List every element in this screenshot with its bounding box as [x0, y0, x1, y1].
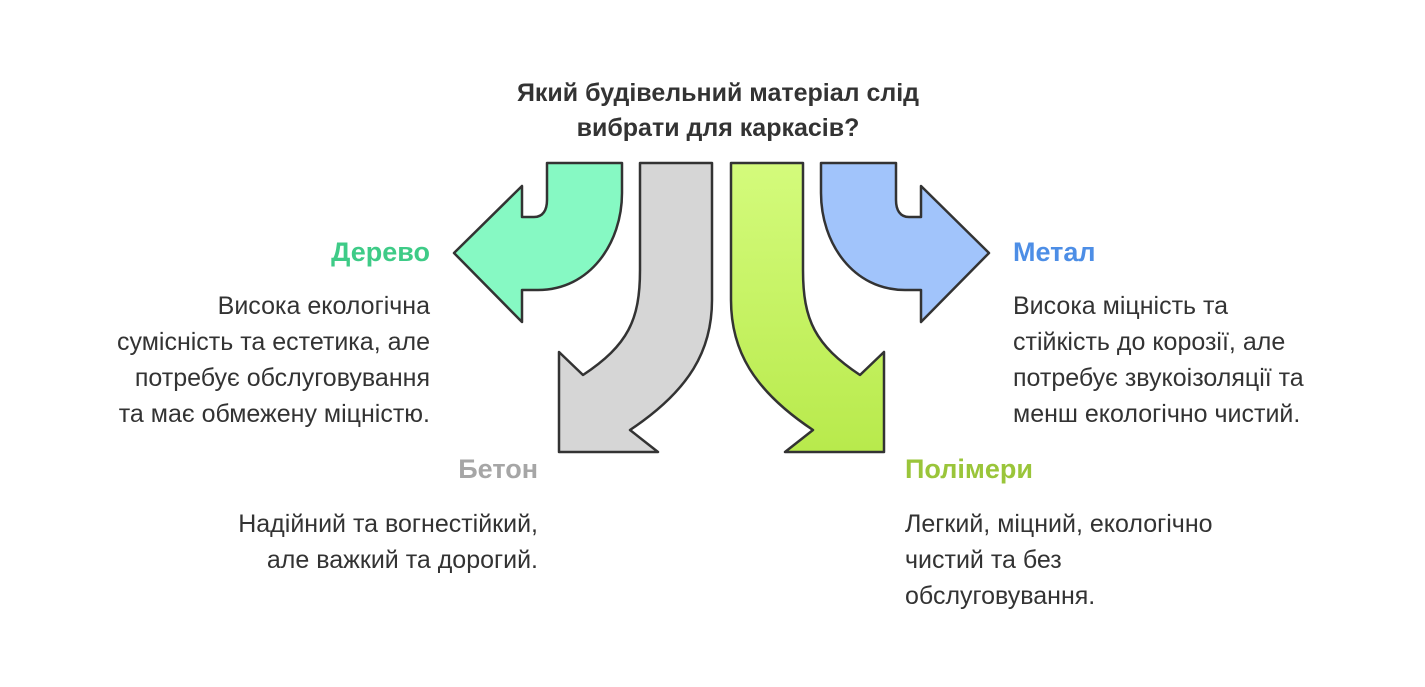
metal-heading: Метал: [1013, 237, 1096, 267]
metal-arrow: [819, 161, 991, 324]
title-line-1: Який будівельний матеріал слід: [516, 79, 920, 107]
wood-heading: Дерево: [331, 237, 430, 267]
concrete-desc-line: Надійний та вогнестійкий,: [238, 510, 538, 538]
diagram-title: Який будівельний матеріал слід вибрати д…: [460, 76, 976, 146]
polymers-desc-line: Легкий, міцний, екологічно: [905, 510, 1213, 538]
polymers-heading: Полімери: [905, 454, 1033, 484]
polymers-desc-line: обслуговування.: [905, 582, 1096, 610]
wood-desc-line: та має обмежену міцністю.: [118, 400, 430, 428]
polymers-arrow: [729, 161, 886, 454]
concrete-heading: Бетон: [458, 454, 538, 484]
title-line-2: вибрати для каркасів?: [576, 114, 860, 142]
wood-arrow: [452, 161, 624, 324]
metal-description: Висока міцність та стійкість до корозії,…: [1013, 288, 1413, 432]
wood-desc-line: Висока екологічна: [217, 292, 430, 320]
concrete-desc-line: але важкий та дорогий.: [266, 546, 538, 574]
concrete-description: Надійний та вогнестійкий, але важкий та …: [118, 506, 538, 578]
concrete-arrow: [557, 161, 714, 454]
metal-desc-line: потребує звукоізоляції та: [1013, 364, 1304, 392]
wood-desc-line: сумісність та естетика, але: [116, 328, 430, 356]
wood-description: Висока екологічна сумісність та естетика…: [20, 288, 430, 432]
metal-desc-line: Висока міцність та: [1013, 292, 1229, 320]
polymers-description: Легкий, міцний, екологічно чистий та без…: [905, 506, 1325, 614]
polymers-desc-line: чистий та без: [905, 546, 1062, 574]
metal-desc-line: менш екологічно чистий.: [1013, 400, 1301, 428]
metal-desc-line: стійкість до корозії, але: [1013, 328, 1286, 356]
wood-desc-line: потребує обслуговування: [134, 364, 430, 392]
